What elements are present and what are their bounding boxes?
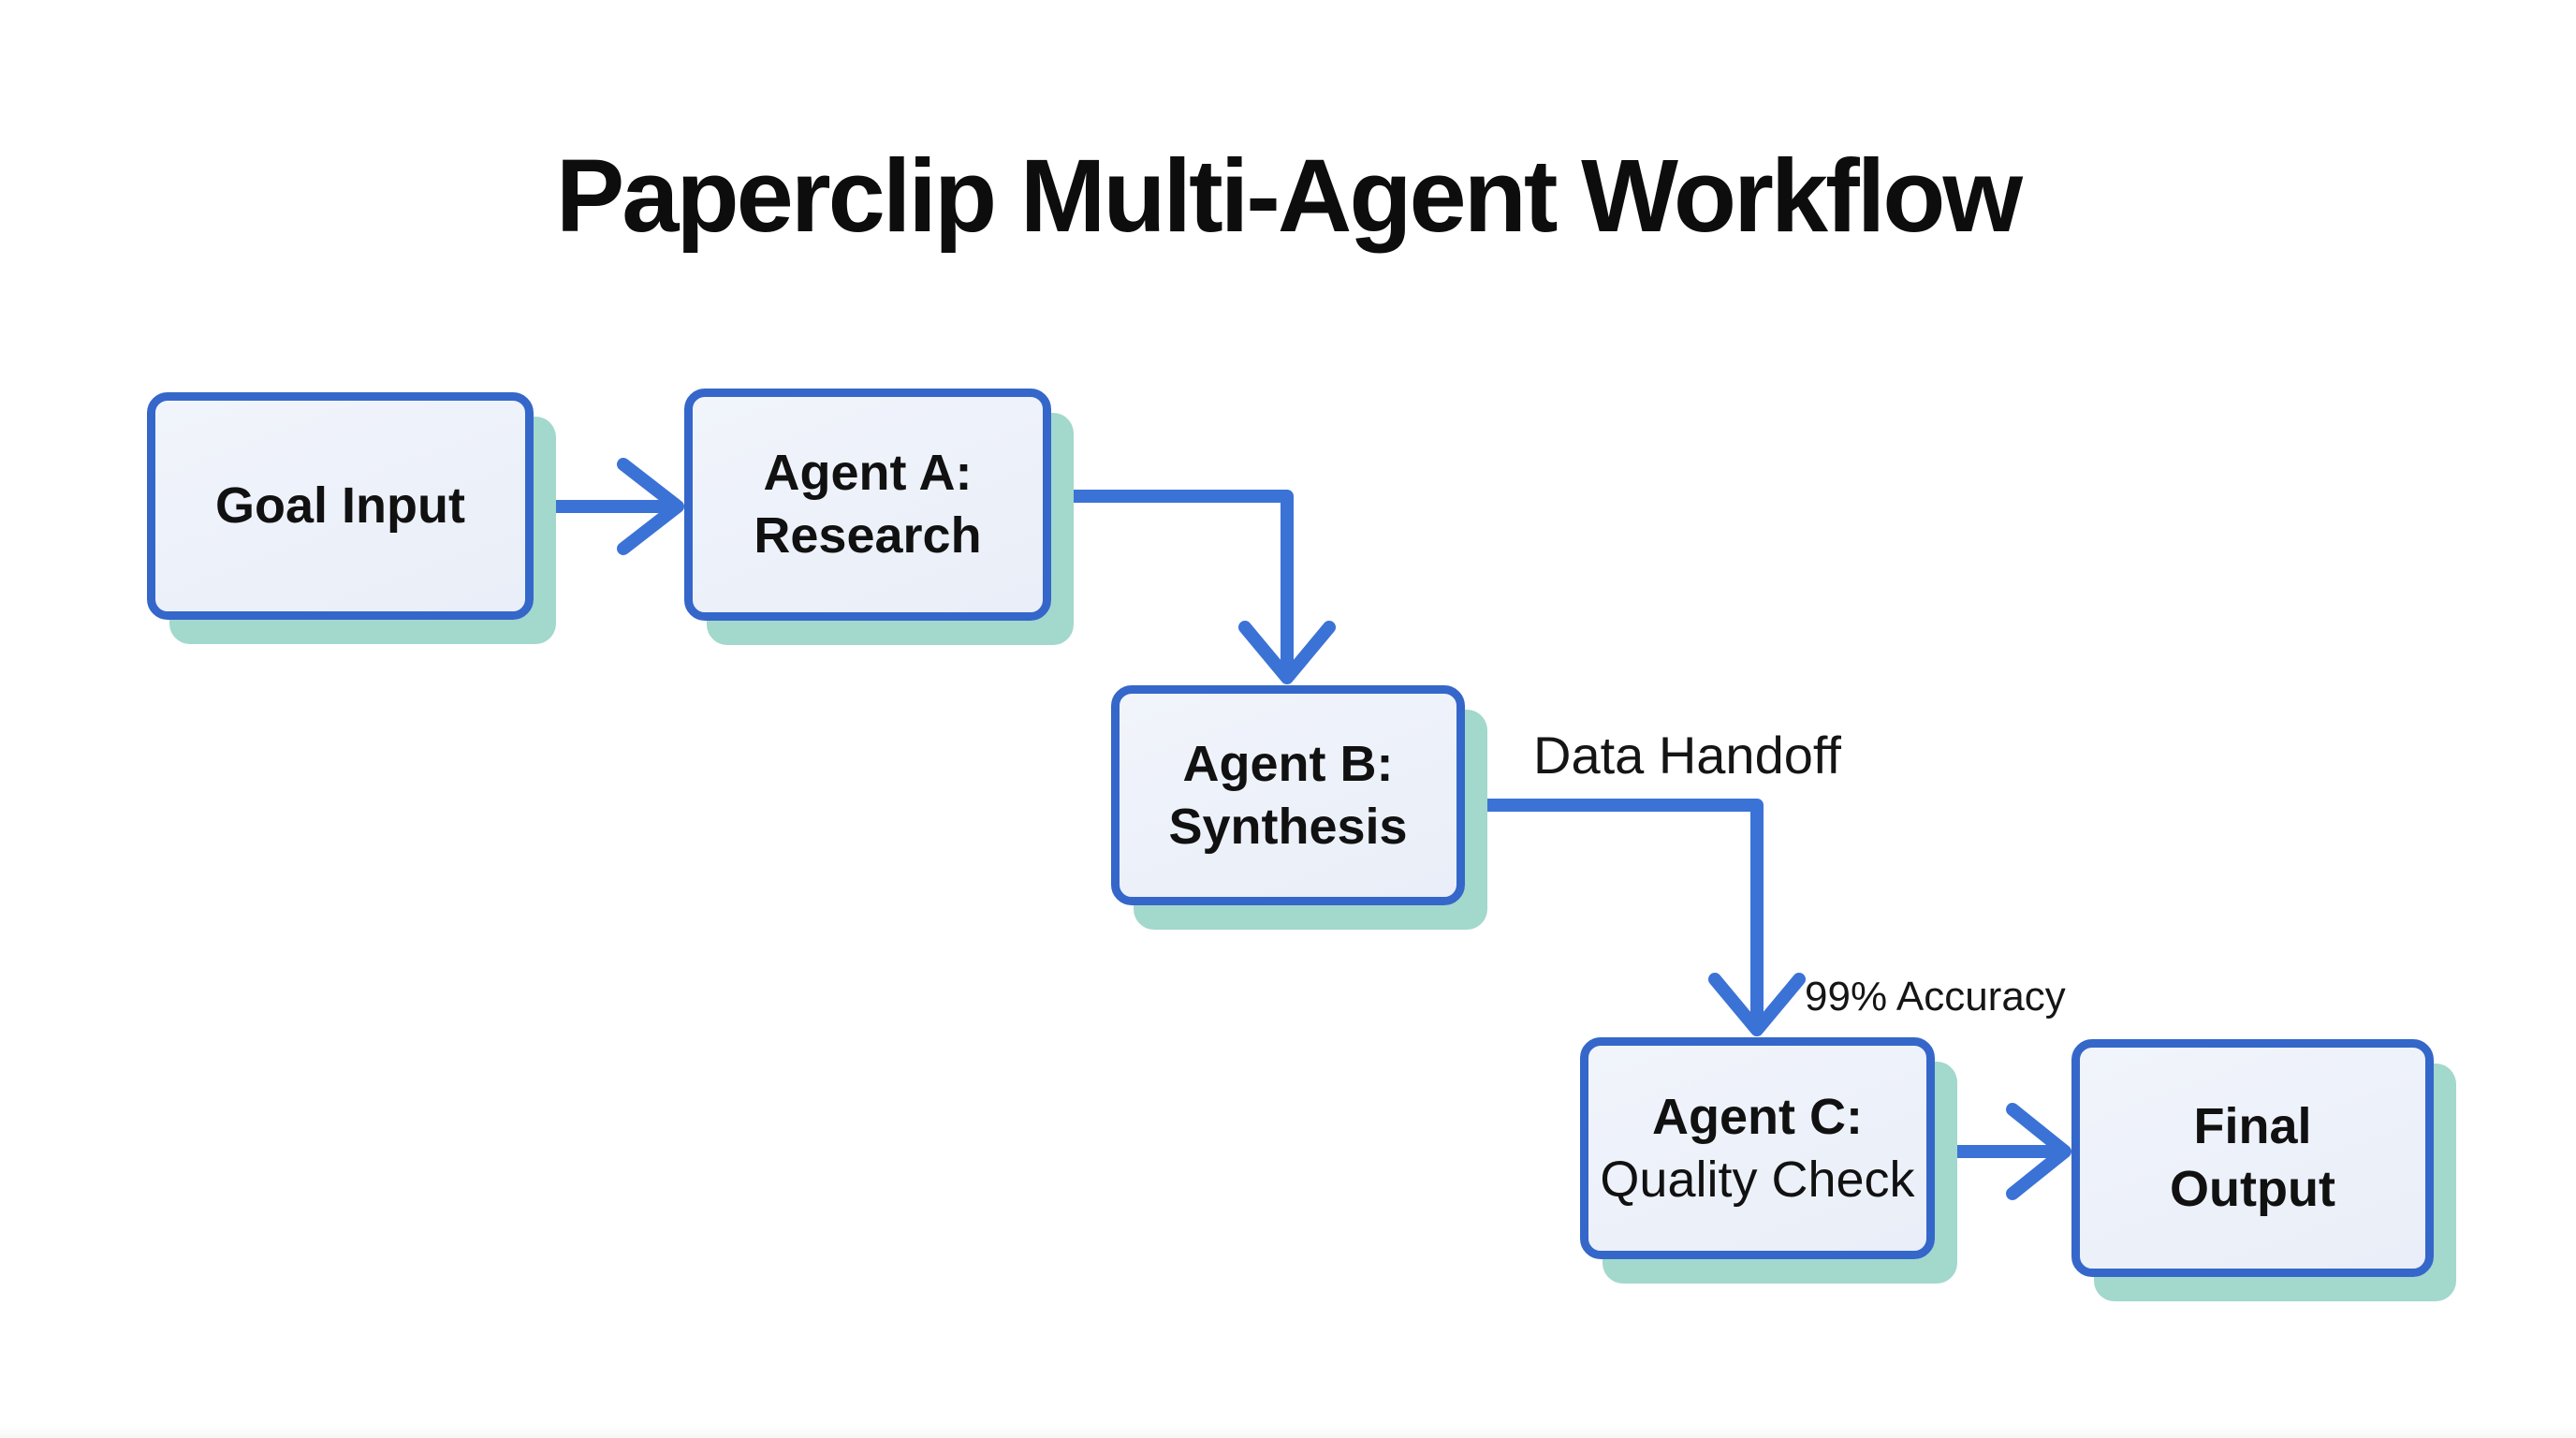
node-label-line1: Agent A:	[763, 445, 973, 501]
arrowhead-down-icon	[1708, 973, 1806, 1036]
bottom-edge-artifact	[0, 1425, 2576, 1438]
edge-label-data-handoff: Data Handoff	[1533, 726, 1841, 785]
node-label-line2: Synthesis	[1168, 798, 1408, 855]
edge-agent-b-to-agent-c	[1458, 799, 1806, 1036]
node-agent-a: Agent A: Research	[684, 389, 1051, 621]
edge-label-accuracy: 99% Accuracy	[1805, 974, 2066, 1020]
node-label-line2: Output	[2170, 1161, 2335, 1217]
edge-agent-c-to-final	[1928, 1103, 2071, 1200]
arrowhead-right-icon	[617, 458, 684, 555]
node-final-output: Final Output	[2071, 1039, 2434, 1277]
arrowhead-down-icon	[1238, 621, 1336, 684]
diagram-title: Paperclip Multi-Agent Workflow	[555, 139, 2023, 254]
node-label-line1: Agent C:	[1652, 1088, 1863, 1145]
node-label-line1: Final	[2193, 1098, 2312, 1154]
node-label-line2: Research	[754, 507, 982, 564]
node-label-line1: Agent B:	[1182, 735, 1394, 792]
edge-goal-to-agent-a	[529, 458, 684, 555]
edge-agent-a-to-agent-b	[1045, 490, 1336, 684]
node-goal-input: Goal Input	[147, 392, 534, 620]
arrowhead-right-icon	[2006, 1103, 2071, 1200]
node-label: Goal Input	[215, 477, 465, 534]
node-agent-b: Agent B: Synthesis	[1111, 685, 1465, 905]
node-label-line2: Quality Check	[1600, 1151, 1915, 1208]
node-agent-c: Agent C: Quality Check	[1580, 1037, 1935, 1259]
